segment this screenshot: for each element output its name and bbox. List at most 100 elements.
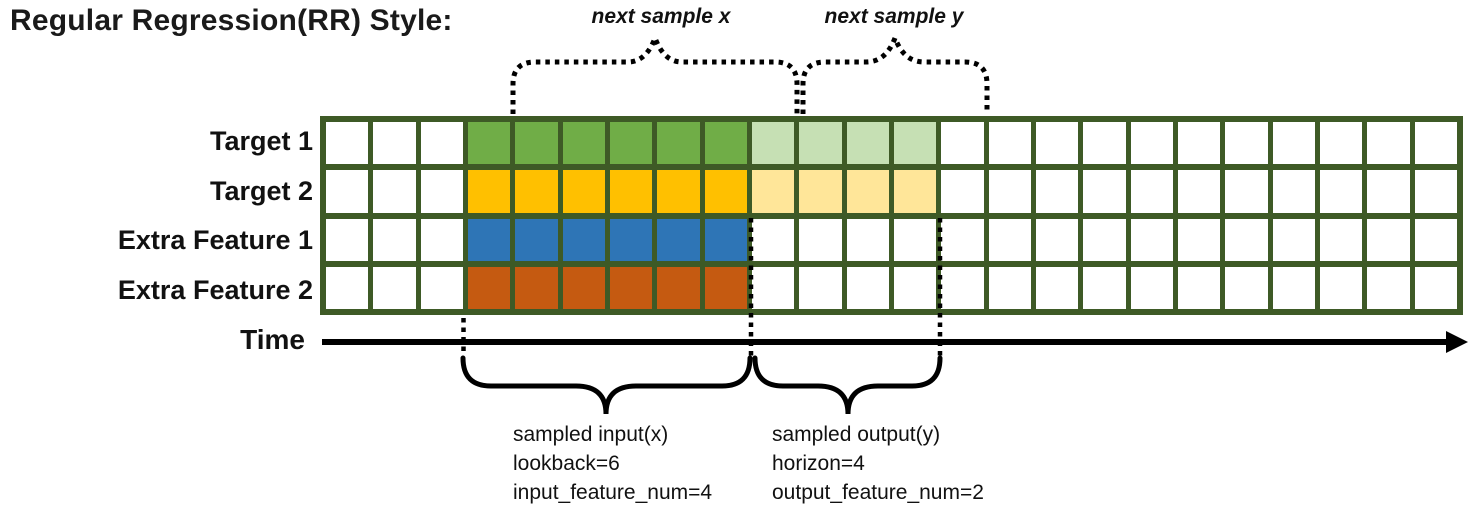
output-annotation-line: sampled output(y) — [772, 423, 941, 446]
grid-cell — [846, 170, 889, 213]
grid-cell — [1367, 218, 1410, 261]
next-sample-x-brace — [510, 30, 800, 114]
grid-cell — [1367, 122, 1410, 165]
grid-cell — [893, 266, 937, 309]
input-annotation-line: input_feature_num=4 — [513, 481, 713, 504]
grid-cell — [326, 266, 369, 309]
grid-cell — [1225, 266, 1268, 309]
grid-cell — [988, 218, 1031, 261]
grid-cell — [1319, 218, 1363, 261]
grid-cell — [373, 170, 416, 213]
grid-cell — [1130, 122, 1173, 165]
next-sample-y-brace — [800, 30, 990, 114]
grid-cell — [562, 266, 605, 309]
grid-cell — [657, 266, 700, 309]
grid-cell — [751, 170, 795, 213]
row-label-target-1: Target 1 — [209, 126, 313, 156]
grid-cell — [657, 122, 700, 165]
next-sample-x-label: next sample x — [591, 5, 731, 28]
grid-cell — [1177, 218, 1221, 261]
grid-cell — [1272, 218, 1315, 261]
grid-cell — [420, 122, 463, 165]
grid-cell — [1177, 122, 1221, 165]
grid-cell — [1414, 218, 1457, 261]
grid-cell — [893, 170, 937, 213]
grid-cell — [988, 170, 1031, 213]
grid-cell — [704, 122, 747, 165]
grid-cell — [1130, 170, 1173, 213]
grid-cell — [515, 170, 558, 213]
grid-cell — [1414, 170, 1457, 213]
grid-cell — [941, 218, 984, 261]
grid-cell — [420, 170, 463, 213]
grid-cell — [562, 170, 605, 213]
grid-cell — [988, 122, 1031, 165]
row-label-extra-feature-2: Extra Feature 2 — [117, 275, 313, 305]
grid-cell — [657, 218, 700, 261]
grid-cell — [515, 218, 558, 261]
grid-cell — [941, 170, 984, 213]
grid-cell — [562, 122, 605, 165]
grid-cell — [1035, 218, 1079, 261]
grid-cell — [1414, 122, 1457, 165]
grid-cell — [1225, 218, 1268, 261]
grid-cell — [609, 122, 653, 165]
grid-cell — [373, 218, 416, 261]
time-axis-arrowhead — [1446, 331, 1468, 353]
grid-cell — [326, 218, 369, 261]
grid-cell — [1130, 266, 1173, 309]
input-annotation-line: sampled input(x) — [513, 423, 669, 446]
grid-cell — [1083, 218, 1126, 261]
grid-cell — [846, 266, 889, 309]
grid-cell — [799, 266, 842, 309]
grid-cell — [799, 170, 842, 213]
grid-cell — [1414, 266, 1457, 309]
grid-cell — [467, 122, 511, 165]
time-axis-label: Time — [240, 324, 305, 355]
grid-cell — [373, 122, 416, 165]
grid-cell — [704, 218, 747, 261]
grid-cell — [941, 122, 984, 165]
grid-cell — [846, 218, 889, 261]
grid-cell — [1177, 170, 1221, 213]
grid-cell — [515, 122, 558, 165]
grid-cell — [704, 170, 747, 213]
grid-cell — [799, 122, 842, 165]
grid-cell — [751, 266, 795, 309]
grid-cell — [1272, 122, 1315, 165]
grid-cell — [1035, 266, 1079, 309]
grid-cell — [326, 170, 369, 213]
grid-cell — [467, 266, 511, 309]
grid-cell — [1083, 266, 1126, 309]
row-label-target-2: Target 2 — [209, 176, 313, 206]
output-annotation-line: horizon=4 — [772, 452, 865, 475]
grid-cell — [1272, 266, 1315, 309]
output-annotation: sampled output(y) horizon=4 output_featu… — [772, 420, 984, 507]
next-sample-y-label: next sample y — [824, 5, 964, 28]
grid-cell — [467, 170, 511, 213]
grid-cell — [1225, 170, 1268, 213]
grid-cell — [373, 266, 416, 309]
diagram-title: Regular Regression(RR) Style: — [10, 4, 453, 37]
row-label-extra-feature-1: Extra Feature 1 — [117, 225, 313, 255]
grid-cell — [799, 218, 842, 261]
grid-cell — [467, 218, 511, 261]
grid-cell — [941, 266, 984, 309]
grid-cell — [420, 218, 463, 261]
grid-cell — [1177, 266, 1221, 309]
grid-cell — [1130, 218, 1173, 261]
grid-cell — [609, 266, 653, 309]
grid-cell — [326, 122, 369, 165]
grid-cell — [1319, 266, 1363, 309]
grid-cell — [657, 170, 700, 213]
grid-cell — [846, 122, 889, 165]
grid-cell — [1083, 170, 1126, 213]
grid-cell — [1225, 122, 1268, 165]
grid-cell — [893, 218, 937, 261]
grid-cell — [1035, 122, 1079, 165]
input-annotation: sampled input(x) lookback=6 input_featur… — [513, 420, 712, 507]
output-window-brace — [752, 355, 943, 415]
grid — [320, 116, 1463, 315]
input-window-brace — [460, 355, 753, 415]
